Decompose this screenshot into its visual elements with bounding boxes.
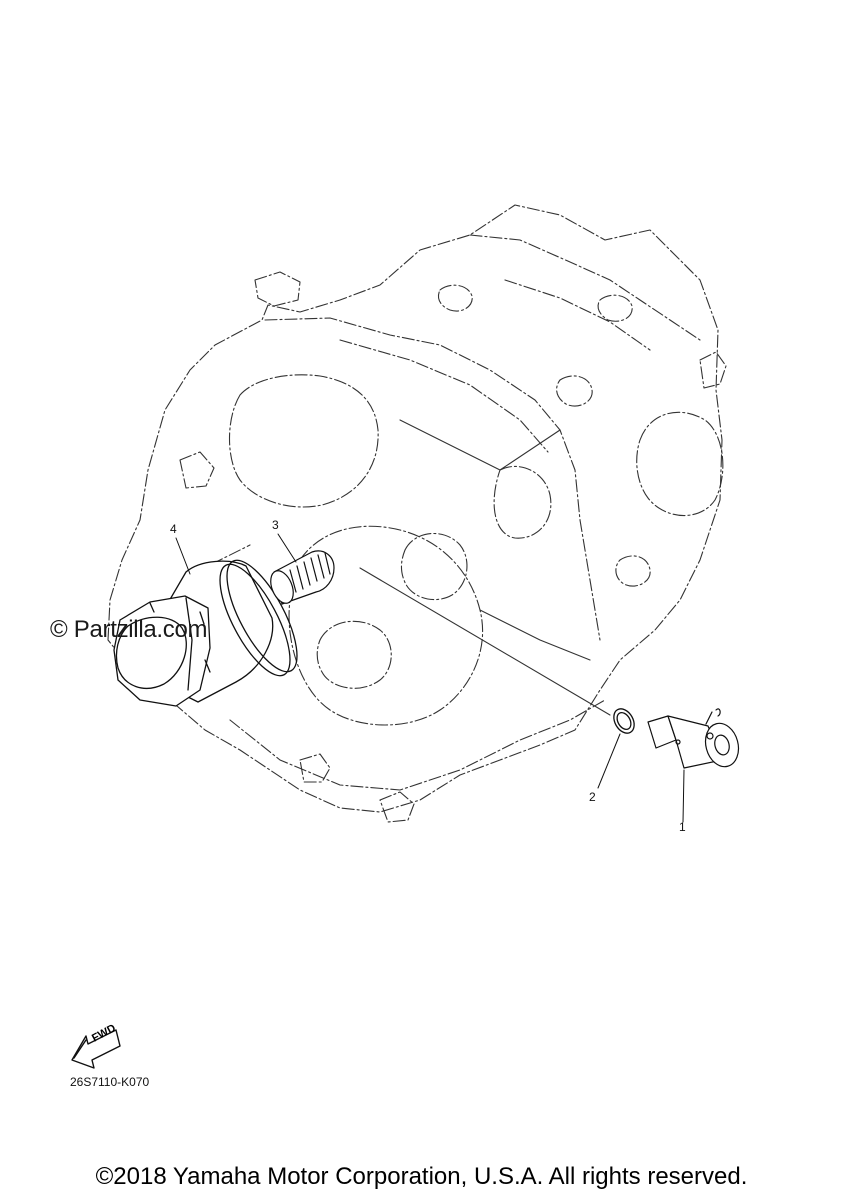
copyright-notice: ©2018 Yamaha Motor Corporation, U.S.A. A… xyxy=(95,1163,748,1190)
o-ring-part xyxy=(613,708,635,734)
callout-1: 1 xyxy=(679,820,686,834)
pressure-switch-part xyxy=(647,708,740,769)
watermark: © Partzilla.com xyxy=(50,616,208,643)
fwd-arrow-icon xyxy=(71,1029,121,1069)
callout-3: 3 xyxy=(272,518,279,532)
union-bolt-part xyxy=(270,550,335,605)
oil-filter-part xyxy=(113,559,298,707)
leader-lines xyxy=(175,533,685,823)
callout-2: 2 xyxy=(589,790,596,804)
diagram-code: 26S7110-K070 xyxy=(70,1075,150,1089)
callout-4: 4 xyxy=(170,522,177,536)
crankcase-inner-lines xyxy=(359,419,611,716)
